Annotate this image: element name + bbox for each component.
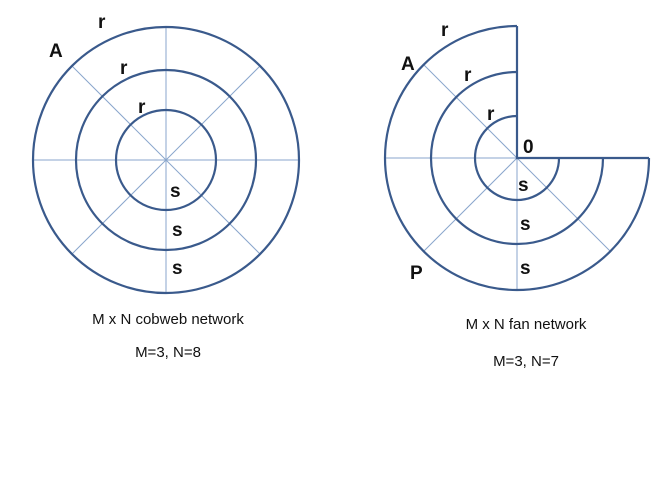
fan-params: M=3, N=7 [493, 353, 559, 370]
fan-label-r-middle: r [464, 65, 472, 86]
cobweb-label-r-inner: r [138, 97, 146, 118]
cobweb-label-a: A [49, 41, 63, 62]
fan-label-r-inner: r [487, 104, 495, 125]
fan-label-zero: 0 [523, 137, 534, 158]
fan-label-s-middle: s [520, 214, 531, 235]
fan-boundary-radii [515, 26, 649, 160]
cobweb-label-r-middle: r [120, 58, 128, 79]
cobweb-network: A r r r s s s M x N cobweb network M=3, … [31, 12, 301, 361]
cobweb-inner-ring [114, 108, 218, 212]
cobweb-spoke-diagonal-up [71, 65, 261, 255]
fan-network: A r r r 0 s s s P M x N fan network M=3,… [383, 20, 651, 370]
fan-spoke-upper-left [423, 64, 518, 159]
fan-label-p: P [410, 263, 423, 284]
fan-outer-arc [383, 24, 651, 292]
cobweb-label-s-inner: s [170, 181, 181, 202]
cobweb-params: M=3, N=8 [135, 344, 201, 361]
cobweb-title: M x N cobweb network [92, 311, 244, 328]
fan-spoke-lower-right [516, 157, 611, 252]
fan-middle-arc [429, 70, 605, 246]
fan-title: M x N fan network [466, 316, 587, 333]
cobweb-outer-ring [31, 25, 301, 295]
fan-label-r-outer: r [441, 20, 449, 41]
cobweb-middle-ring [74, 68, 258, 252]
fan-label-s-inner: s [518, 175, 529, 196]
fan-label-s-outer: s [520, 258, 531, 279]
cobweb-label-r-outer: r [98, 12, 106, 33]
fan-inner-arc [473, 114, 561, 202]
fan-label-a: A [401, 54, 415, 75]
cobweb-label-s-outer: s [172, 258, 183, 279]
cobweb-label-s-middle: s [172, 220, 183, 241]
fan-spoke-lower-left [423, 157, 518, 252]
